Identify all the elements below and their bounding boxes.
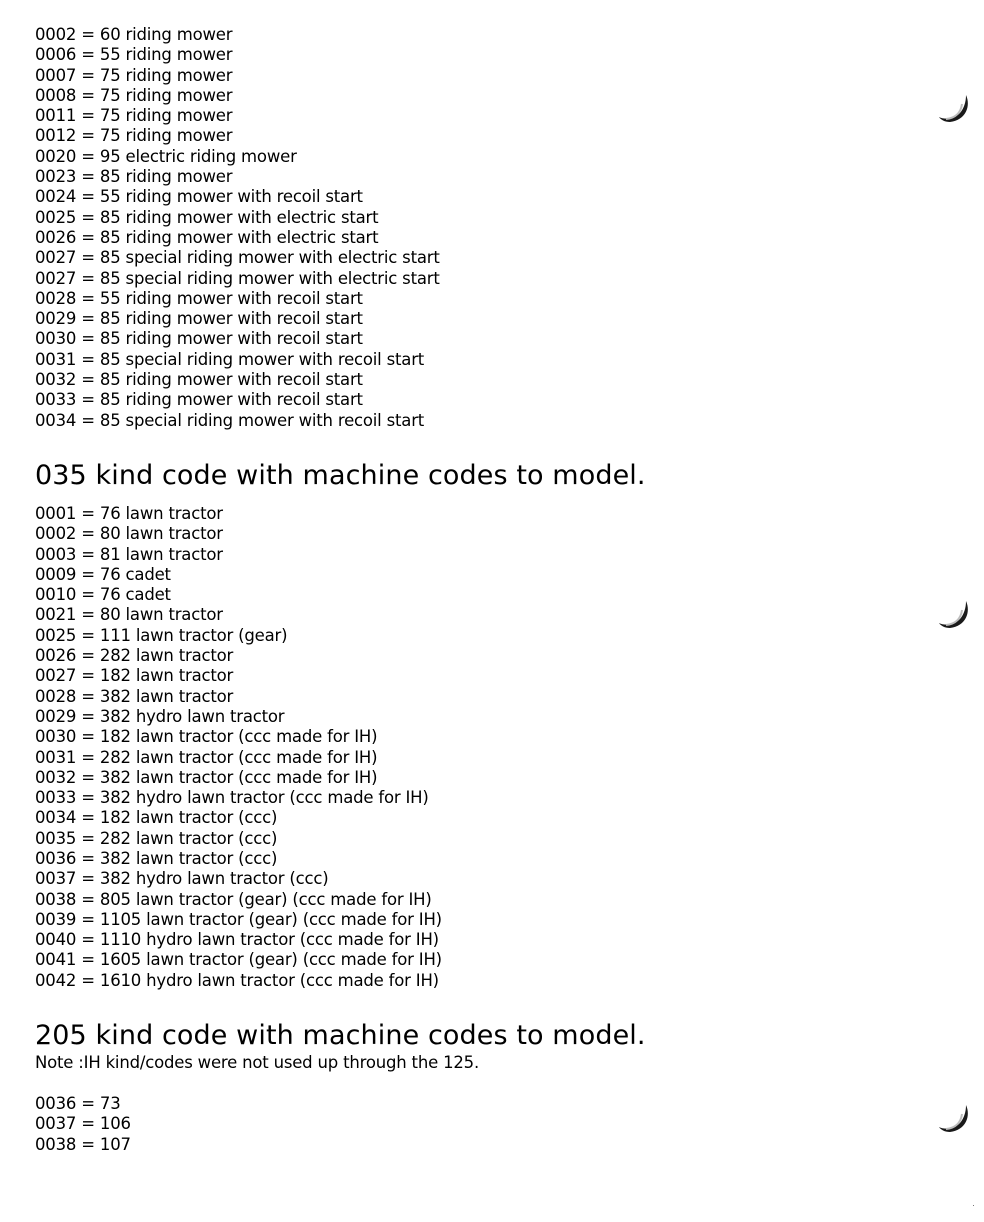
code-entry: 0024 = 55 riding mower with recoil start — [35, 187, 363, 207]
code-entry: 0034 = 182 lawn tractor (ccc) — [35, 808, 278, 828]
code-entry: 0029 = 85 riding mower with recoil start — [35, 309, 363, 329]
binder-hole-mark-icon — [939, 1105, 968, 1132]
code-entry: 0002 = 60 riding mower — [35, 25, 233, 44]
code-entry: 0027 = 182 lawn tractor — [35, 666, 234, 686]
code-entry: 0029 = 382 hydro lawn tractor — [35, 706, 285, 726]
code-entry: 0012 = 75 riding mower — [35, 126, 233, 146]
code-entry: 0011 = 75 riding mower — [35, 106, 233, 126]
code-entry: 0006 = 55 riding mower — [35, 45, 233, 65]
section-heading-205: 205 kind code with machine codes to mode… — [35, 1020, 646, 1052]
code-entry: 0028 = 55 riding mower with recoil start — [35, 288, 363, 308]
code-entry: 0032 = 382 lawn tractor (ccc made for IH… — [35, 767, 378, 787]
code-entry: 0023 = 85 riding mower — [35, 167, 233, 187]
code-entry: 0038 = 805 lawn tractor (gear) (ccc made… — [35, 889, 432, 909]
code-entry: 0031 = 282 lawn tractor (ccc made for IH… — [35, 747, 378, 767]
code-entry: 0030 = 182 lawn tractor (ccc made for IH… — [35, 727, 378, 747]
code-entry: 0037 = 382 hydro lawn tractor (ccc) — [35, 869, 329, 889]
code-entry: 0038 = 107 — [35, 1134, 131, 1154]
code-entry: 0010 = 76 cadet — [35, 585, 171, 605]
code-entry: 0030 = 85 riding mower with recoil start — [35, 329, 363, 349]
section-note-205: Note :IH kind/codes were not used up thr… — [35, 1053, 480, 1073]
code-entry: 0025 = 111 lawn tractor (gear) — [35, 625, 288, 645]
code-entry: 0020 = 95 electric riding mower — [35, 146, 297, 166]
code-entry: 0036 = 382 lawn tractor (ccc) — [35, 848, 278, 868]
code-entry: 0007 = 75 riding mower — [35, 65, 233, 85]
code-entry: 0033 = 85 riding mower with recoil start — [35, 390, 363, 410]
code-entry: 0032 = 85 riding mower with recoil start — [35, 370, 363, 390]
section-heading-035: 035 kind code with machine codes to mode… — [35, 459, 646, 491]
binder-hole-mark-icon — [939, 95, 968, 122]
code-entry: 0021 = 80 lawn tractor — [35, 605, 223, 625]
code-entry: 0035 = 282 lawn tractor (ccc) — [35, 828, 278, 848]
code-entry: 0037 = 106 — [35, 1114, 131, 1134]
code-entry: 0009 = 76 cadet — [35, 564, 171, 584]
code-entry: 0034 = 85 special riding mower with reco… — [35, 410, 425, 430]
code-entry: 0002 = 80 lawn tractor — [35, 524, 223, 544]
code-entry: 0040 = 1110 hydro lawn tractor (ccc made… — [35, 930, 439, 950]
code-entry: 0008 = 75 riding mower — [35, 85, 233, 105]
code-entry: 0025 = 85 riding mower with electric sta… — [35, 207, 379, 227]
code-entry: 0027 = 85 special riding mower with elec… — [35, 248, 440, 268]
scan-speck — [973, 1205, 974, 1206]
code-entry: 0041 = 1605 lawn tractor (gear) (ccc mad… — [35, 950, 442, 970]
code-entry: 0001 = 76 lawn tractor — [35, 503, 223, 523]
code-entry: 0039 = 1105 lawn tractor (gear) (ccc mad… — [35, 909, 442, 929]
code-entry: 0027 = 85 special riding mower with elec… — [35, 268, 440, 288]
code-entry: 0028 = 382 lawn tractor — [35, 686, 234, 706]
code-entry: 0026 = 282 lawn tractor — [35, 646, 234, 666]
code-entry: 0003 = 81 lawn tractor — [35, 544, 223, 564]
code-entry: 0031 = 85 special riding mower with reco… — [35, 349, 425, 369]
binder-hole-mark-icon — [939, 601, 968, 628]
code-entry: 0036 = 73 — [35, 1094, 121, 1114]
code-entry: 0042 = 1610 hydro lawn tractor (ccc made… — [35, 970, 439, 990]
code-entry: 0026 = 85 riding mower with electric sta… — [35, 227, 379, 247]
code-entry: 0033 = 382 hydro lawn tractor (ccc made … — [35, 788, 429, 808]
